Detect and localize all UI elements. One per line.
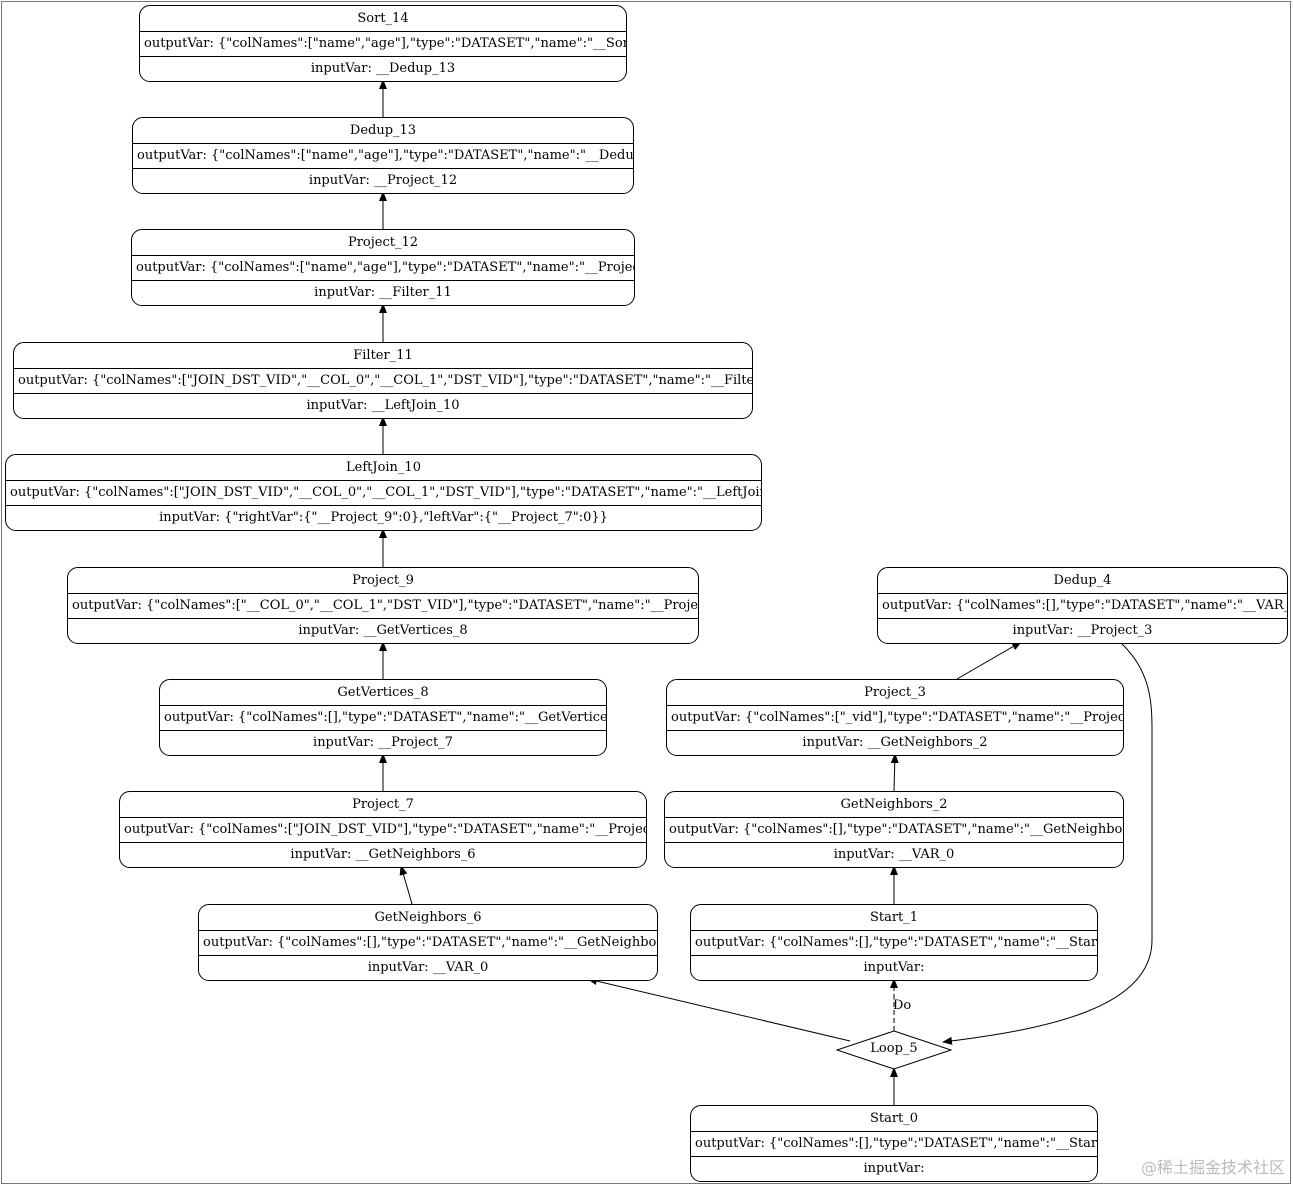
edge-getneighbors6-project7 — [399, 865, 413, 905]
loop-node-shape[interactable] — [835, 1030, 953, 1070]
node-project-3[interactable]: Project_3 outputVar: {"colNames":["_vid"… — [666, 679, 1124, 756]
node-input-var: inputVar: __Project_7 — [160, 730, 606, 755]
node-input-var: inputVar: __Project_3 — [878, 618, 1287, 643]
node-filter-11[interactable]: Filter_11 outputVar: {"colNames":["JOIN_… — [13, 342, 753, 419]
node-input-var: inputVar: __LeftJoin_10 — [14, 393, 752, 418]
node-output-var: outputVar: {"colNames":[],"type":"DATASE… — [691, 930, 1097, 955]
node-output-var: outputVar: {"colNames":["__COL_0","__COL… — [68, 593, 698, 618]
node-start-0[interactable]: Start_0 outputVar: {"colNames":[],"type"… — [690, 1105, 1098, 1182]
node-title: Project_9 — [352, 573, 414, 588]
node-project-12[interactable]: Project_12 outputVar: {"colNames":["name… — [131, 229, 635, 306]
edge-dedup4-loop5 — [942, 641, 1153, 1045]
node-output-var: outputVar: {"colNames":["name","age"],"t… — [132, 255, 634, 280]
node-dedup-4[interactable]: Dedup_4 outputVar: {"colNames":[],"type"… — [877, 567, 1288, 644]
node-title: Start_0 — [869, 1111, 919, 1126]
node-input-var: inputVar: __VAR_0 — [665, 842, 1123, 867]
node-output-var: outputVar: {"colNames":["JOIN_DST_VID","… — [14, 368, 752, 393]
node-input-var: inputVar: __Project_12 — [133, 168, 633, 193]
edge-project3-dedup4 — [956, 641, 1022, 680]
node-input-var: inputVar: __GetNeighbors_2 — [667, 730, 1123, 755]
node-title: Start_1 — [869, 910, 919, 925]
edge-label-do: Do — [893, 998, 912, 1013]
node-input-var: inputVar: __Filter_11 — [132, 280, 634, 305]
node-title: GetVertices_8 — [337, 685, 429, 700]
node-leftjoin-10[interactable]: LeftJoin_10 outputVar: {"colNames":["JOI… — [5, 454, 762, 531]
node-output-var: outputVar: {"colNames":[],"type":"DATASE… — [878, 593, 1287, 618]
edge-loop5-getneighbors6 — [587, 977, 851, 1042]
node-output-var: outputVar: {"colNames":[],"type":"DATASE… — [665, 817, 1123, 842]
node-output-var: outputVar: {"colNames":["JOIN_DST_VID","… — [6, 480, 761, 505]
node-title: Filter_11 — [353, 348, 413, 363]
node-title: Project_3 — [864, 685, 926, 700]
node-title: Project_7 — [352, 797, 414, 812]
node-start-1[interactable]: Start_1 outputVar: {"colNames":[],"type"… — [690, 904, 1098, 981]
node-title: GetNeighbors_2 — [840, 797, 948, 812]
node-output-var: outputVar: {"colNames":[],"type":"DATASE… — [199, 930, 657, 955]
node-sort-14[interactable]: Sort_14 outputVar: {"colNames":["name","… — [139, 5, 627, 82]
node-input-var: inputVar: {"rightVar":{"__Project_9":0},… — [6, 505, 761, 530]
node-output-var: outputVar: {"colNames":["JOIN_DST_VID"],… — [120, 817, 646, 842]
node-getvertices-8[interactable]: GetVertices_8 outputVar: {"colNames":[],… — [159, 679, 607, 756]
node-output-var: outputVar: {"colNames":["name","age"],"t… — [133, 143, 633, 168]
edge-getneighbors2-project3 — [890, 753, 899, 792]
node-output-var: outputVar: {"colNames":["_vid"],"type":"… — [667, 705, 1123, 730]
node-title: GetNeighbors_6 — [374, 910, 482, 925]
node-title: LeftJoin_10 — [346, 460, 421, 475]
node-title: Dedup_13 — [349, 123, 417, 138]
node-input-var: inputVar: — [691, 955, 1097, 980]
node-dedup-13[interactable]: Dedup_13 outputVar: {"colNames":["name",… — [132, 117, 634, 194]
node-title: Project_12 — [347, 235, 419, 250]
node-output-var: outputVar: {"colNames":["name","age"],"t… — [140, 31, 626, 56]
watermark: @稀土掘金技术社区 — [1140, 1158, 1285, 1177]
node-getneighbors-2[interactable]: GetNeighbors_2 outputVar: {"colNames":[]… — [664, 791, 1124, 868]
node-project-7[interactable]: Project_7 outputVar: {"colNames":["JOIN_… — [119, 791, 647, 868]
node-input-var: inputVar: __GetVertices_8 — [68, 618, 698, 643]
node-project-9[interactable]: Project_9 outputVar: {"colNames":["__COL… — [67, 567, 699, 644]
loop-node-label: Loop_5 — [870, 1041, 918, 1056]
node-output-var: outputVar: {"colNames":[],"type":"DATASE… — [691, 1131, 1097, 1156]
node-input-var: inputVar: __VAR_0 — [199, 955, 657, 980]
node-output-var: outputVar: {"colNames":[],"type":"DATASE… — [160, 705, 606, 730]
node-getneighbors-6[interactable]: GetNeighbors_6 outputVar: {"colNames":[]… — [198, 904, 658, 981]
node-input-var: inputVar: __GetNeighbors_6 — [120, 842, 646, 867]
node-input-var: inputVar: — [691, 1156, 1097, 1181]
node-title: Dedup_4 — [1053, 573, 1112, 588]
node-input-var: inputVar: __Dedup_13 — [140, 56, 626, 81]
node-title: Sort_14 — [357, 11, 409, 26]
